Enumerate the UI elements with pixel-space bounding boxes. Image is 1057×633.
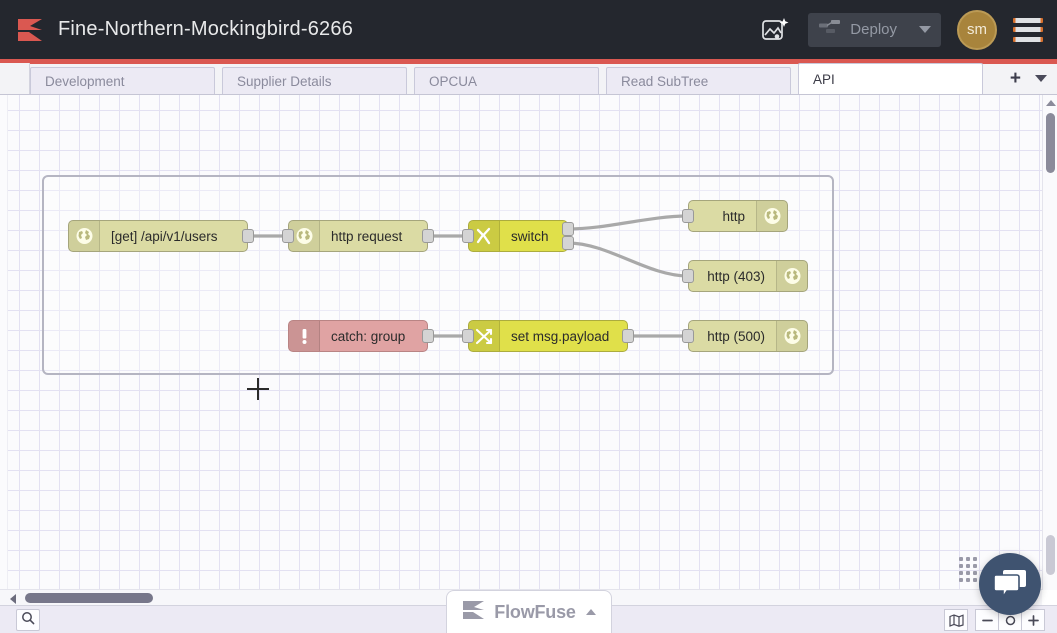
flow-tab-label: Development bbox=[45, 73, 125, 89]
globe-icon bbox=[289, 221, 320, 251]
add-flow-button[interactable]: + bbox=[1009, 68, 1021, 89]
node-input-port[interactable] bbox=[282, 229, 294, 243]
node-output-port[interactable] bbox=[422, 229, 434, 243]
chevron-up-icon[interactable] bbox=[585, 609, 596, 615]
crosshair-cursor bbox=[247, 378, 269, 400]
chat-bubble-icon[interactable] bbox=[979, 553, 1041, 615]
tab-bar-actions: + bbox=[1006, 63, 1057, 94]
flow-canvas[interactable]: [get] /api/v1/users http request switch htt… bbox=[0, 95, 1057, 590]
globe-icon bbox=[776, 321, 807, 351]
hamburger-menu-icon[interactable] bbox=[1013, 17, 1043, 42]
drag-dots-icon[interactable] bbox=[959, 557, 977, 595]
deploy-button[interactable]: Deploy bbox=[808, 12, 941, 47]
header-actions: Deploy sm bbox=[758, 9, 1057, 50]
flow-node-http-response-1[interactable]: http bbox=[682, 200, 788, 232]
flow-node-catch[interactable]: catch: group bbox=[288, 320, 434, 352]
tab-bar-left-gutter bbox=[0, 63, 30, 94]
chevron-down-icon bbox=[919, 26, 931, 33]
flow-tab-development[interactable]: Development bbox=[30, 67, 215, 94]
deploy-dropdown-toggle[interactable] bbox=[911, 13, 939, 47]
flow-tab-bar: Development Supplier Details OPCUA Read Sub… bbox=[0, 63, 1057, 95]
node-input-port[interactable] bbox=[462, 229, 474, 243]
zoom-in-button[interactable] bbox=[1021, 609, 1045, 631]
flow-tab-read-subtree[interactable]: Read SubTree bbox=[606, 67, 791, 94]
flowfuse-logo-icon bbox=[462, 600, 486, 625]
vertical-scroll-thumb-secondary[interactable] bbox=[1046, 535, 1055, 575]
flow-node-label: [get] /api/v1/users bbox=[111, 228, 218, 244]
flow-tab-api[interactable]: API bbox=[798, 63, 983, 94]
scroll-up-arrow-icon[interactable] bbox=[1046, 100, 1056, 106]
flowfuse-logo-icon bbox=[16, 17, 44, 43]
flowfuse-brand-label: FlowFuse bbox=[494, 601, 576, 622]
flow-node-label: http (500) bbox=[707, 328, 765, 344]
node-output-port[interactable] bbox=[562, 236, 574, 250]
node-input-port[interactable] bbox=[682, 269, 694, 283]
avatar[interactable]: sm bbox=[957, 9, 997, 50]
flow-node-label: switch bbox=[511, 228, 549, 244]
flow-node-label: set msg.payload bbox=[511, 328, 610, 344]
exclamation-icon bbox=[289, 321, 320, 351]
node-output-port[interactable] bbox=[422, 329, 434, 343]
canvas-vertical-scrollbar[interactable] bbox=[1042, 95, 1057, 590]
flow-node-label: http request bbox=[331, 228, 403, 244]
switch-fork-icon bbox=[469, 221, 500, 251]
brand: Fine-Northern-Mockingbird-6266 bbox=[0, 17, 353, 43]
node-output-port[interactable] bbox=[622, 329, 634, 343]
change-swap-icon bbox=[469, 321, 500, 351]
tab-list-chevron-down-icon[interactable] bbox=[1035, 75, 1047, 82]
page-title: Fine-Northern-Mockingbird-6266 bbox=[58, 18, 354, 40]
flow-tab-opcua[interactable]: OPCUA bbox=[414, 67, 599, 94]
header-accent-bar bbox=[0, 59, 1057, 64]
flow-node-label: http (403) bbox=[707, 268, 765, 284]
flowfuse-brand-button[interactable]: FlowFuse bbox=[446, 590, 612, 633]
flow-tab-label: OPCUA bbox=[429, 73, 478, 89]
node-output-port[interactable] bbox=[242, 229, 254, 243]
hamburger-bar bbox=[1013, 27, 1043, 32]
deploy-button-main[interactable]: Deploy bbox=[808, 13, 911, 47]
flow-node-label: catch: group bbox=[331, 328, 406, 344]
flow-tab-label: Supplier Details bbox=[237, 73, 332, 89]
map-navigator-icon[interactable] bbox=[944, 609, 968, 631]
node-output-port[interactable] bbox=[562, 222, 574, 236]
search-icon bbox=[21, 611, 35, 630]
zoom-out-button[interactable] bbox=[975, 609, 999, 631]
deploy-label: Deploy bbox=[850, 21, 897, 38]
globe-icon bbox=[776, 261, 807, 291]
hamburger-bar bbox=[1013, 36, 1043, 42]
flow-tab-supplier-details[interactable]: Supplier Details bbox=[222, 67, 407, 94]
canvas-left-gutter bbox=[0, 95, 8, 590]
flow-node-change[interactable]: set msg.payload bbox=[462, 320, 634, 352]
horizontal-scroll-thumb[interactable] bbox=[25, 593, 153, 603]
flow-node-http-response-403[interactable]: http (403) bbox=[682, 260, 808, 292]
flow-tab-label: API bbox=[813, 71, 835, 87]
flow-node-http-response-500[interactable]: http (500) bbox=[682, 320, 808, 352]
flow-node-http-request[interactable]: http request bbox=[282, 220, 434, 252]
deploy-stack-icon bbox=[819, 19, 841, 40]
footer-zoom-controls bbox=[944, 609, 1045, 631]
node-input-port[interactable] bbox=[682, 329, 694, 343]
flow-node-http-in[interactable]: [get] /api/v1/users bbox=[68, 220, 254, 252]
avatar-initials: sm bbox=[967, 21, 987, 38]
flow-node-switch[interactable]: switch bbox=[462, 220, 574, 252]
flow-node-label: http bbox=[722, 208, 745, 224]
search-flows-button[interactable] bbox=[16, 609, 40, 631]
globe-icon bbox=[69, 221, 100, 251]
flow-tab-label: Read SubTree bbox=[621, 73, 709, 89]
hamburger-bar bbox=[1013, 17, 1043, 23]
node-input-port[interactable] bbox=[682, 209, 694, 223]
app-header: Fine-Northern-Mockingbird-6266 bbox=[0, 0, 1057, 59]
node-input-port[interactable] bbox=[462, 329, 474, 343]
scroll-left-arrow-icon[interactable] bbox=[10, 594, 16, 604]
globe-icon bbox=[756, 201, 787, 231]
vertical-scroll-thumb[interactable] bbox=[1046, 113, 1055, 173]
ai-image-sparkle-icon[interactable] bbox=[758, 13, 792, 47]
